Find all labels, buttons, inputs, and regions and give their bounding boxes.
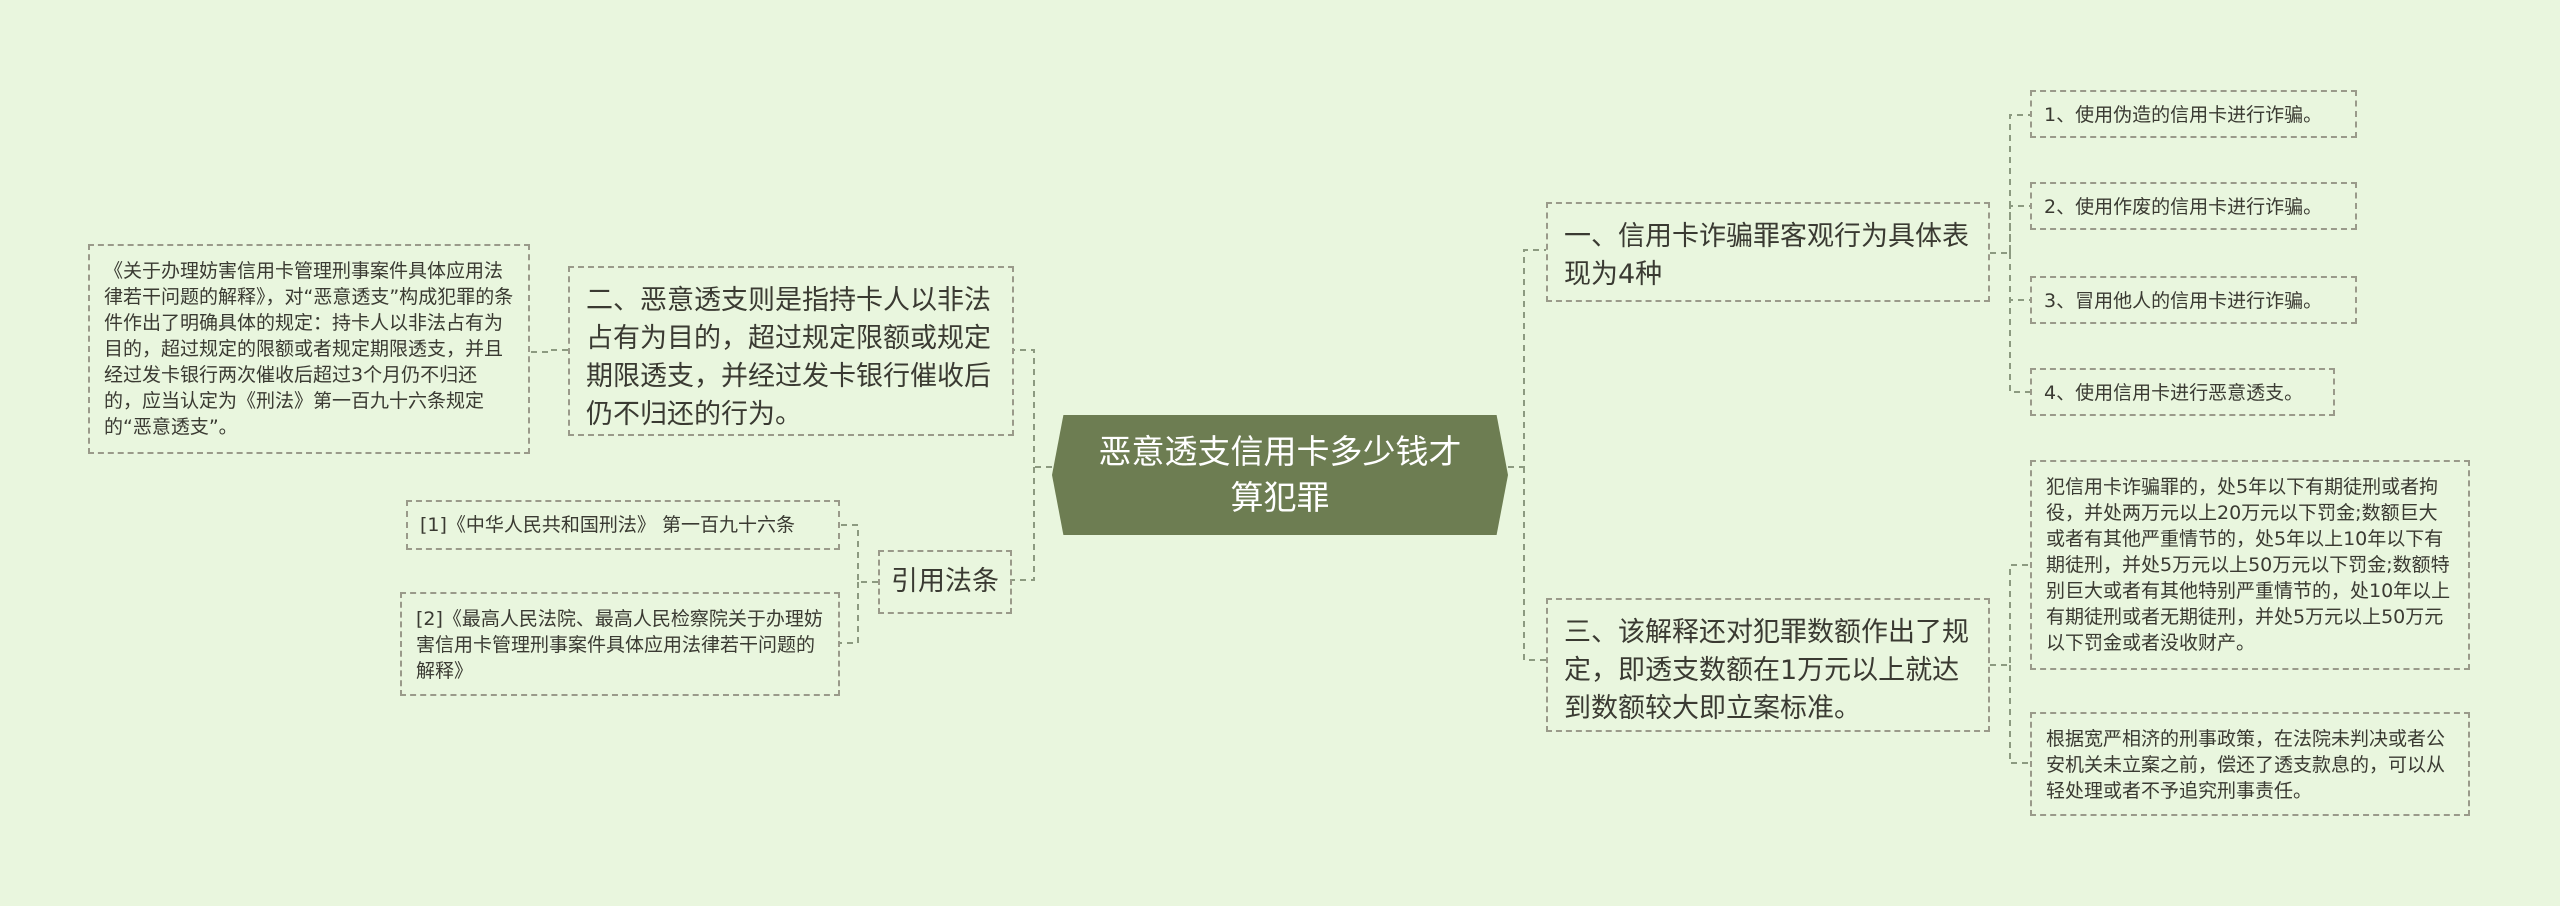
leaf-malicious-overdraft[interactable]: 4、使用信用卡进行恶意透支。	[2030, 368, 2335, 416]
leaf-label: 4、使用信用卡进行恶意透支。	[2044, 382, 2304, 404]
branch-label: 三、该解释还对犯罪数额作出了规定，即透支数额在1万元以上就达到数额较大即立案标准…	[1564, 617, 1969, 724]
leaf-forged-card[interactable]: 1、使用伪造的信用卡进行诈骗。	[2030, 90, 2357, 138]
branch-label: 一、信用卡诈骗罪客观行为具体表现为4种	[1564, 221, 1969, 290]
central-topic-title: 恶意透支信用卡多少钱才算犯罪	[1098, 432, 1462, 517]
leaf-others-card[interactable]: 3、冒用他人的信用卡进行诈骗。	[2030, 276, 2357, 324]
leaf-criminal-law-article[interactable]: [1]《中华人民共和国刑法》 第一百九十六条	[406, 500, 840, 550]
leaf-void-card[interactable]: 2、使用作废的信用卡进行诈骗。	[2030, 182, 2357, 230]
leaf-penalty-details[interactable]: 犯信用卡诈骗罪的，处5年以下有期徒刑或者拘役，并处两万元以上20万元以下罚金;数…	[2030, 460, 2470, 670]
branch-objective-behaviors[interactable]: 一、信用卡诈骗罪客观行为具体表现为4种	[1546, 202, 1990, 302]
central-topic[interactable]: 恶意透支信用卡多少钱才算犯罪	[1052, 415, 1508, 535]
leaf-label: 3、冒用他人的信用卡进行诈骗。	[2044, 290, 2323, 312]
branch-amount-standard[interactable]: 三、该解释还对犯罪数额作出了规定，即透支数额在1万元以上就达到数额较大即立案标准…	[1546, 598, 1990, 732]
leaf-label: [2]《最高人民法院、最高人民检察院关于办理妨害信用卡管理刑事案件具体应用法律若…	[416, 608, 823, 682]
leaf-label: 1、使用伪造的信用卡进行诈骗。	[2044, 104, 2323, 126]
leaf-lenient-policy[interactable]: 根据宽严相济的刑事政策，在法院未判决或者公安机关未立案之前，偿还了透支款息的，可…	[2030, 712, 2470, 816]
branch-label: 二、恶意透支则是指持卡人以非法占有为目的，超过规定限额或规定期限透支，并经过发卡…	[586, 285, 991, 430]
leaf-label: 《关于办理妨害信用卡管理刑事案件具体应用法律若干问题的解释》，对“恶意透支”构成…	[104, 260, 514, 438]
leaf-label: 根据宽严相济的刑事政策，在法院未判决或者公安机关未立案之前，偿还了透支款息的，可…	[2046, 728, 2446, 802]
leaf-judicial-interpretation[interactable]: 《关于办理妨害信用卡管理刑事案件具体应用法律若干问题的解释》，对“恶意透支”构成…	[88, 244, 530, 454]
branch-cited-laws[interactable]: 引用法条	[878, 550, 1012, 614]
leaf-label: [1]《中华人民共和国刑法》 第一百九十六条	[420, 514, 795, 536]
leaf-label: 犯信用卡诈骗罪的，处5年以下有期徒刑或者拘役，并处两万元以上20万元以下罚金;数…	[2046, 476, 2451, 654]
branch-label: 引用法条	[891, 566, 999, 597]
leaf-supreme-court-interpretation[interactable]: [2]《最高人民法院、最高人民检察院关于办理妨害信用卡管理刑事案件具体应用法律若…	[400, 592, 840, 696]
leaf-label: 2、使用作废的信用卡进行诈骗。	[2044, 196, 2323, 218]
branch-malicious-overdraft-definition[interactable]: 二、恶意透支则是指持卡人以非法占有为目的，超过规定限额或规定期限透支，并经过发卡…	[568, 266, 1014, 436]
